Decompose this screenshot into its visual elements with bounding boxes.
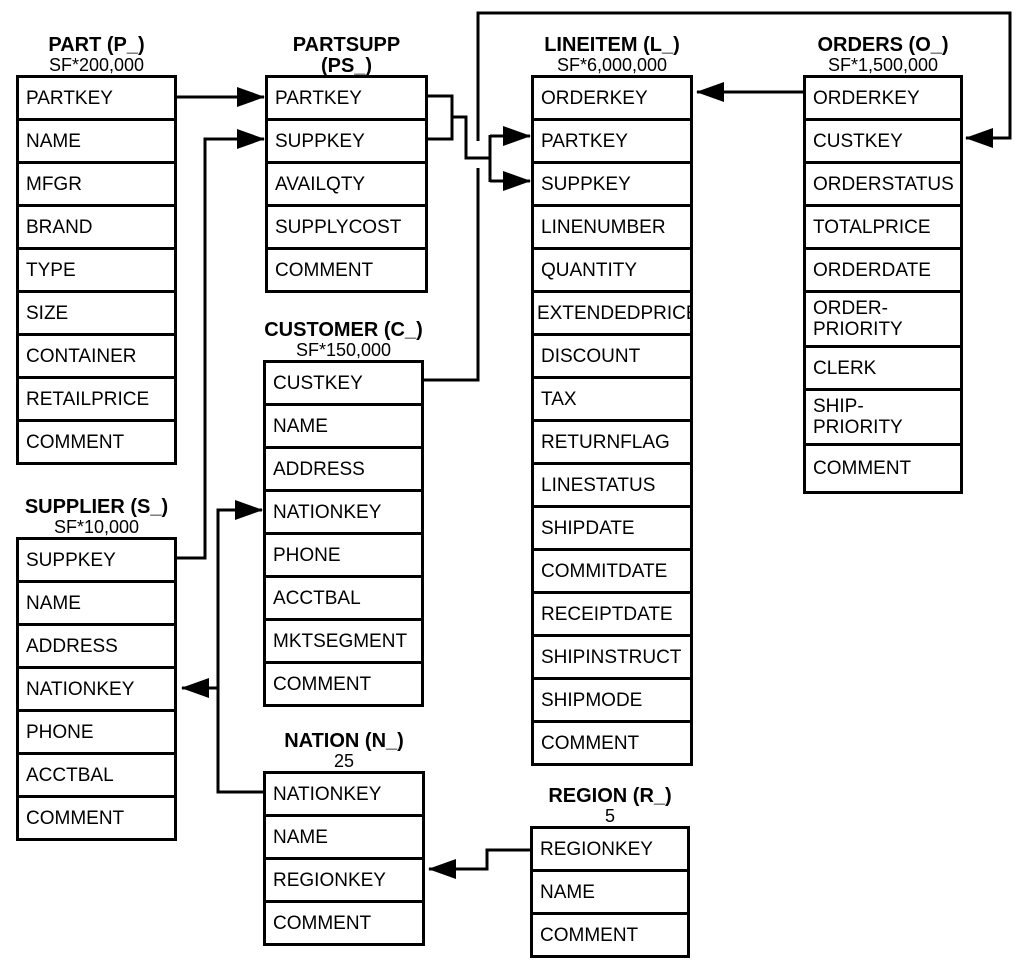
field-nation-regionkey: REGIONKEY (266, 860, 422, 903)
table-orders-cardinality: SF*1,500,000 (827, 55, 939, 75)
rel-customer-custkey-riser (424, 168, 480, 382)
table-supplier-header: SUPPLIER (S_) SF*10,000 (16, 497, 177, 537)
field-lineitem-suppkey: SUPPKEY (534, 164, 690, 207)
field-part-retailprice: RETAILPRICE (19, 379, 174, 422)
table-lineitem-header: LINEITEM (L_) SF*6,000,000 (531, 35, 693, 75)
field-lineitem-receiptdate: RECEIPTDATE (534, 594, 690, 637)
table-customer-cardinality: SF*150,000 (295, 340, 392, 360)
field-supplier-comment: COMMENT (26, 807, 125, 829)
table-customer-title: CUSTOMER (C_) (264, 319, 423, 341)
rel-supplier-suppkey-to-partsupp-suppkey (177, 129, 265, 560)
field-part-mfgr: MFGR (19, 164, 174, 207)
field-customer-address: ADDRESS (266, 449, 421, 492)
field-customer-name: NAME (266, 406, 421, 449)
field-nation-name: NAME (266, 817, 422, 860)
table-customer-header: CUSTOMER (C_) SF*150,000 (263, 320, 424, 360)
table-region-header: REGION (R_) 5 (530, 786, 690, 826)
field-lineitem-tax: TAX (534, 379, 690, 422)
field-part-brand: BRAND (19, 207, 174, 250)
field-lineitem-linenumber: LINENUMBER (534, 207, 690, 250)
field-supplier-name: NAME (19, 583, 174, 626)
field-customer-phone: PHONE (266, 535, 421, 578)
field-region-comment: COMMENT (540, 924, 639, 946)
field-part-container: CONTAINER (19, 336, 174, 379)
field-region-regionkey: REGIONKEY (533, 829, 687, 872)
field-part-size: SIZE (19, 293, 174, 336)
rel-region-regionkey-to-nation-regionkey (428, 848, 530, 879)
field-region-name: NAME (533, 872, 687, 915)
field-partsupp-availqty: AVAILQTY (268, 164, 425, 207)
field-lineitem-orderkey: ORDERKEY (534, 78, 690, 121)
field-customer-mktsegment: MKTSEGMENT (266, 621, 421, 664)
field-lineitem-extendedprice: EXTENDEDPRICE (534, 293, 690, 336)
field-part-partkey: PARTKEY (19, 78, 174, 121)
table-supplier-title: SUPPLIER (S_) (24, 496, 169, 518)
field-partsupp-suppkey: SUPPKEY (268, 121, 425, 164)
table-lineitem: ORDERKEY PARTKEY SUPPKEY LINENUMBER QUAN… (531, 75, 693, 766)
table-region-cardinality: 5 (604, 806, 615, 826)
table-supplier: SUPPKEY NAME ADDRESS NATIONKEY PHONE ACC… (16, 537, 177, 841)
rel-nation-nationkey-to-customer-nationkey (216, 500, 263, 794)
table-orders: ORDERKEY CUSTKEY ORDERSTATUS TOTALPRICE … (803, 75, 963, 494)
table-region: REGIONKEY NAME COMMENT (530, 826, 690, 958)
field-lineitem-shipinstruct: SHIPINSTRUCT (534, 637, 690, 680)
field-orders-totalprice: TOTALPRICE (806, 207, 960, 250)
table-nation-header: NATION (N_) 25 (263, 731, 425, 771)
field-supplier-acctbal: ACCTBAL (19, 755, 174, 798)
table-nation-cardinality: 25 (333, 751, 355, 771)
field-part-name: NAME (19, 121, 174, 164)
table-part-title: PART (P_) (48, 34, 145, 56)
field-partsupp-comment: COMMENT (275, 259, 374, 281)
table-orders-title: ORDERS (O_) (817, 34, 949, 56)
field-customer-nationkey: NATIONKEY (266, 492, 421, 535)
table-supplier-cardinality: SF*10,000 (53, 517, 140, 537)
field-orders-orderstatus: ORDERSTATUS (806, 164, 960, 207)
field-nation-comment: COMMENT (273, 912, 372, 934)
field-lineitem-partkey: PARTKEY (534, 121, 690, 164)
field-part-type: TYPE (19, 250, 174, 293)
table-nation: NATIONKEY NAME REGIONKEY COMMENT (263, 771, 425, 946)
field-orders-clerk: CLERK (806, 348, 960, 391)
field-lineitem-shipdate: SHIPDATE (534, 508, 690, 551)
field-customer-comment: COMMENT (273, 673, 372, 695)
table-part-header: PART (P_) SF*200,000 (16, 35, 177, 75)
rel-partsupp-bracket (428, 94, 454, 141)
field-supplier-suppkey: SUPPKEY (19, 540, 174, 583)
field-lineitem-shipmode: SHIPMODE (534, 680, 690, 723)
table-nation-title: NATION (N_) (284, 730, 404, 752)
field-lineitem-discount: DISCOUNT (534, 336, 690, 379)
field-orders-ship-priority: SHIP- PRIORITY (806, 391, 960, 446)
table-customer: CUSTKEY NAME ADDRESS NATIONKEY PHONE ACC… (263, 360, 424, 707)
field-supplier-phone: PHONE (19, 712, 174, 755)
field-orders-comment: COMMENT (813, 458, 912, 479)
table-region-title: REGION (R_) (548, 785, 672, 807)
field-part-comment: COMMENT (26, 431, 125, 453)
table-lineitem-cardinality: SF*6,000,000 (556, 55, 668, 75)
field-partsupp-partkey: PARTKEY (268, 78, 425, 121)
field-customer-custkey: CUSTKEY (266, 363, 421, 406)
field-lineitem-commitdate: COMMITDATE (534, 551, 690, 594)
field-supplier-nationkey: NATIONKEY (19, 669, 174, 712)
table-partsupp: PARTKEY SUPPKEY AVAILQTY SUPPLYCOST COMM… (265, 75, 428, 293)
field-supplier-address: ADDRESS (19, 626, 174, 669)
table-part-cardinality: SF*200,000 (48, 55, 145, 75)
table-part: PARTKEY NAME MFGR BRAND TYPE SIZE CONTAI… (16, 75, 177, 465)
field-orders-orderkey: ORDERKEY (806, 78, 960, 121)
field-nation-nationkey: NATIONKEY (266, 774, 422, 817)
rel-partsupp-feed (452, 115, 490, 160)
table-orders-header: ORDERS (O_) SF*1,500,000 (803, 35, 963, 75)
field-customer-acctbal: ACCTBAL (266, 578, 421, 621)
field-lineitem-comment: COMMENT (541, 732, 640, 754)
field-lineitem-returnflag: RETURNFLAG (534, 422, 690, 465)
field-orders-orderdate: ORDERDATE (806, 250, 960, 293)
table-partsupp-title: PARTSUPP (PS_) (292, 34, 401, 77)
field-orders-custkey: CUSTKEY (806, 121, 960, 164)
field-lineitem-linestatus: LINESTATUS (534, 465, 690, 508)
table-lineitem-title: LINEITEM (L_) (544, 34, 680, 56)
field-partsupp-supplycost: SUPPLYCOST (268, 207, 425, 250)
field-lineitem-quantity: QUANTITY (534, 250, 690, 293)
field-orders-order-priority: ORDER- PRIORITY (806, 293, 960, 348)
